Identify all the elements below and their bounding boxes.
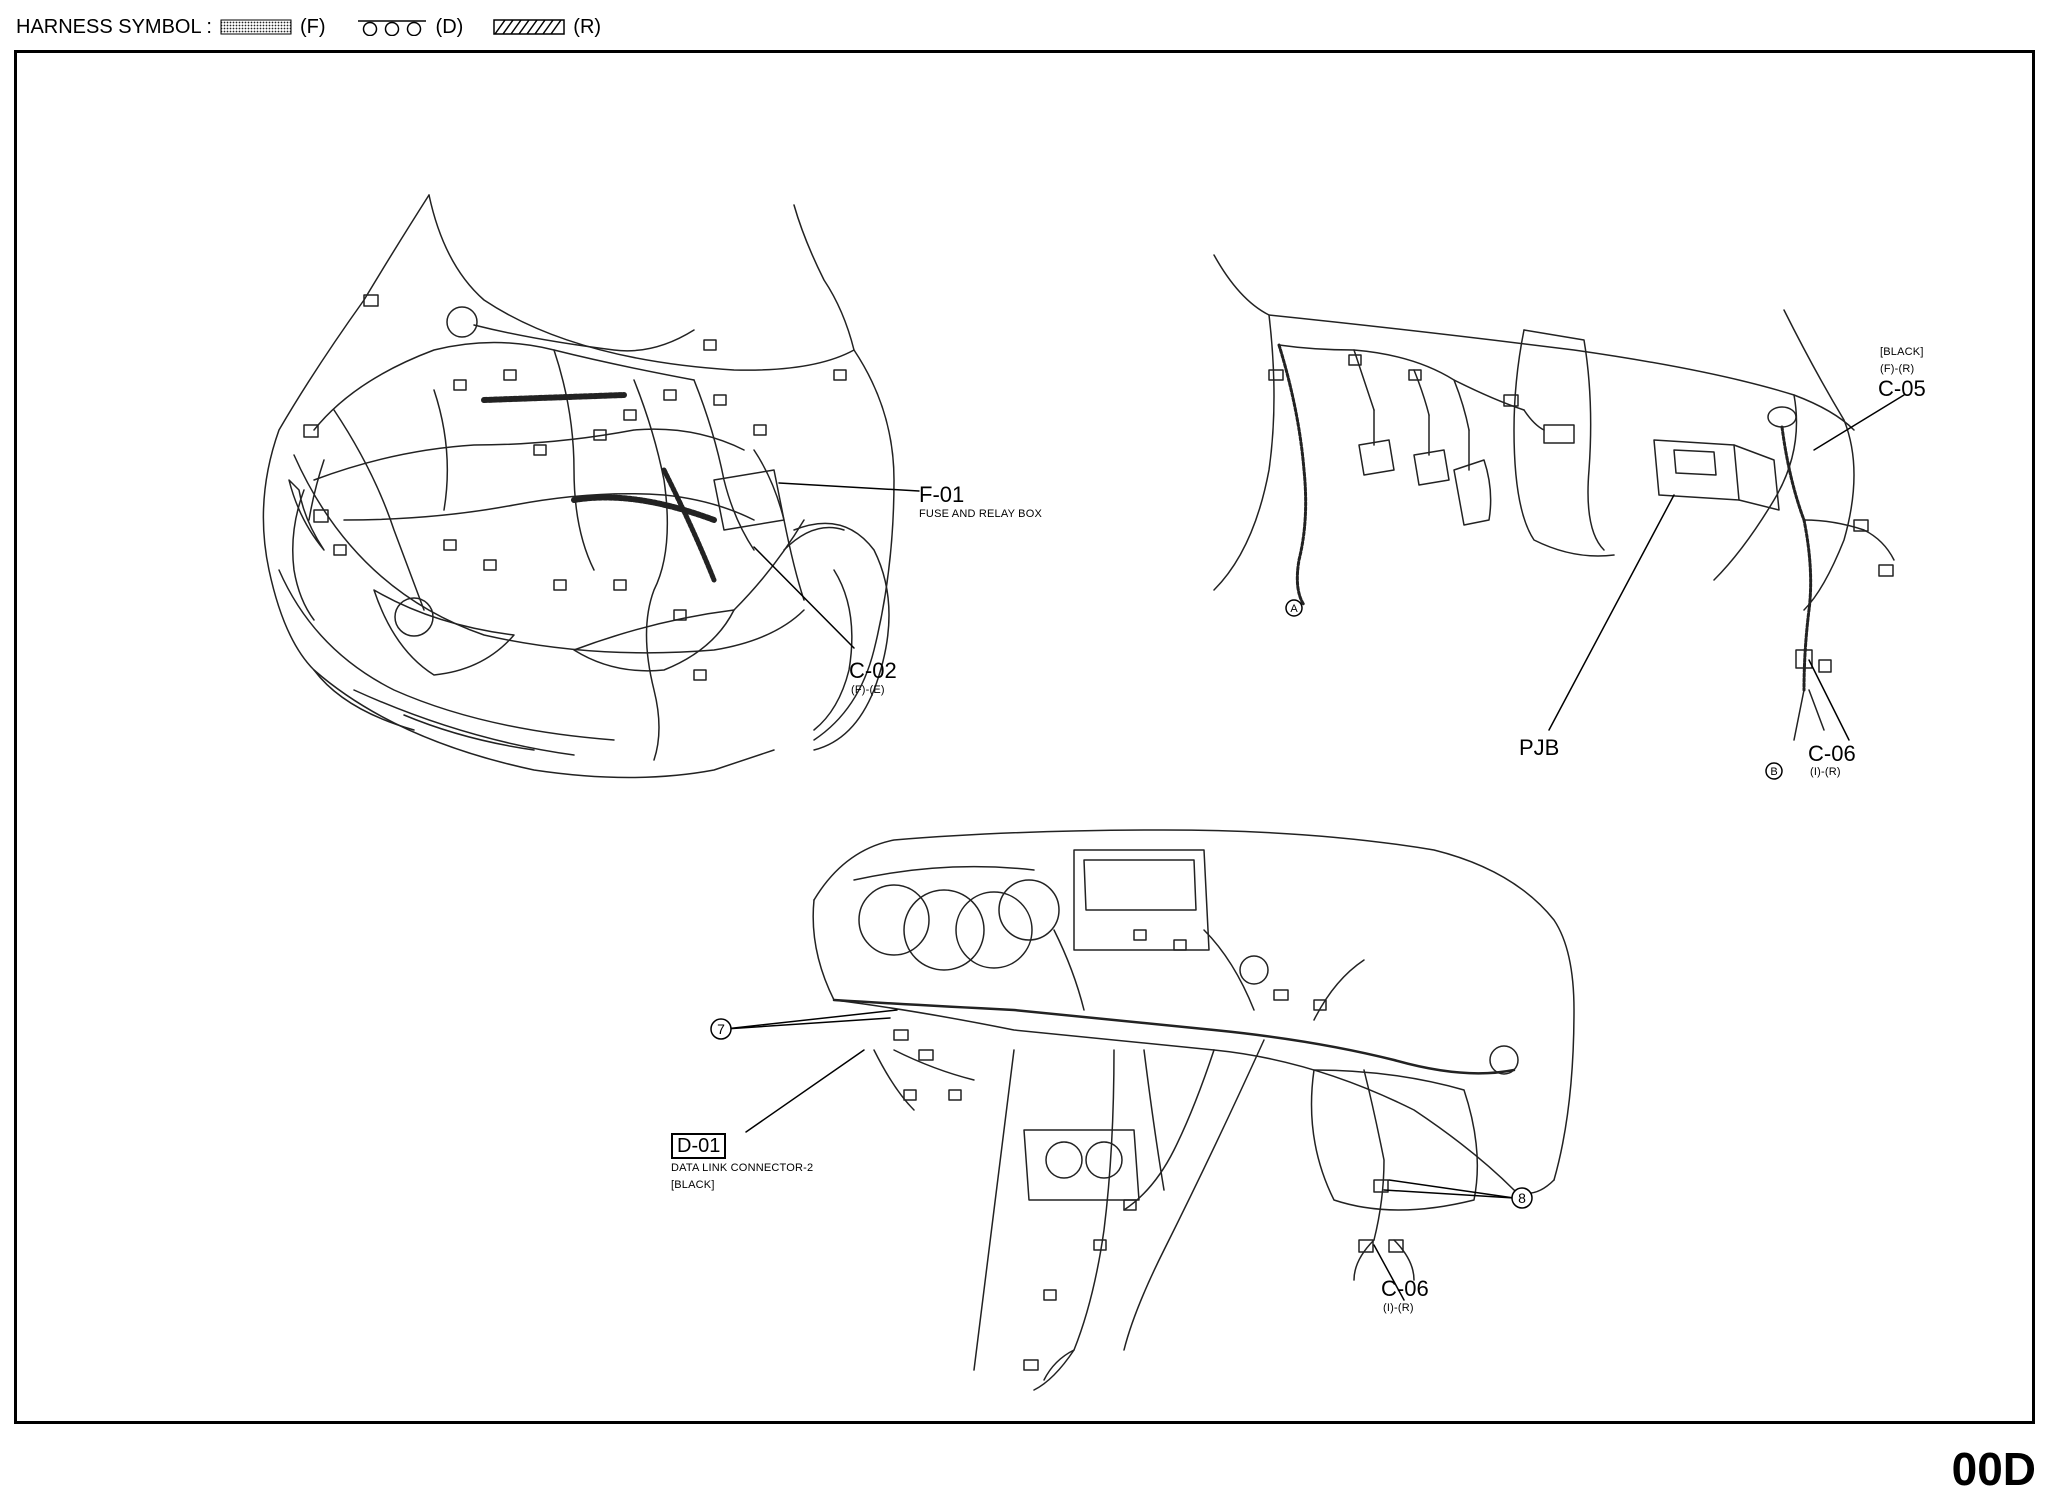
label-f01-code: F-01 bbox=[919, 482, 965, 507]
circles-harness-symbol bbox=[357, 20, 426, 36]
wiring-harness-diagram: A B 7 8 bbox=[262, 194, 1905, 1391]
marker-8-circle bbox=[1511, 1187, 1533, 1209]
leader-d01 bbox=[745, 1049, 865, 1133]
marker-7-circle bbox=[710, 1018, 732, 1040]
marker-8-text: 8 bbox=[1518, 1190, 1526, 1206]
leader-c06-top bbox=[1808, 659, 1850, 741]
hatched-harness-symbol bbox=[493, 19, 566, 35]
label-d01-desc: DATA LINK CONNECTOR-2 bbox=[671, 1162, 814, 1174]
legend-code-r: (R) bbox=[573, 15, 602, 38]
marker-b-circle bbox=[1765, 762, 1783, 780]
leader-c06-bottom bbox=[1373, 1244, 1405, 1301]
label-pjb: PJB bbox=[1519, 735, 1560, 760]
interior-pjb-drawing bbox=[1213, 254, 1895, 741]
leader-7 bbox=[724, 1009, 898, 1030]
label-c06-top-sub: (I)-(R) bbox=[1810, 766, 1841, 778]
label-d01-color: [BLACK] bbox=[671, 1179, 715, 1191]
label-c05-code: C-05 bbox=[1878, 376, 1926, 401]
marker-7-text: 7 bbox=[717, 1021, 725, 1037]
dotted-harness-symbol bbox=[220, 19, 292, 35]
dashboard-drawing bbox=[812, 829, 1575, 1391]
label-c05-sub: (F)-(R) bbox=[1880, 363, 1915, 375]
leader-pjb bbox=[1548, 494, 1675, 731]
legend-code-d: (D) bbox=[435, 15, 464, 38]
label-c06-bottom-code: C-06 bbox=[1381, 1276, 1429, 1301]
legend-title: HARNESS SYMBOL : bbox=[16, 15, 212, 38]
marker-b-text: B bbox=[1770, 766, 1777, 778]
engine-compartment-drawing bbox=[262, 194, 895, 779]
leader-c02 bbox=[753, 546, 855, 649]
label-c05-color: [BLACK] bbox=[1880, 346, 1924, 358]
label-d01-code: D-01 bbox=[671, 1133, 727, 1159]
marker-a-circle bbox=[1285, 599, 1303, 617]
leader-f01 bbox=[778, 482, 920, 492]
leader-8 bbox=[1388, 1179, 1515, 1199]
legend-code-f: (F) bbox=[299, 15, 326, 38]
leader-c05 bbox=[1813, 394, 1905, 451]
label-c06-top-code: C-06 bbox=[1808, 741, 1856, 766]
drawing-frame bbox=[14, 50, 2035, 1424]
label-f01-desc: FUSE AND RELAY BOX bbox=[919, 508, 1043, 520]
label-c02-code: C-02 bbox=[849, 658, 897, 683]
label-c02-sub: (F)-(E) bbox=[851, 684, 885, 696]
harness-symbol-legend: HARNESS SYMBOL : (F) (D) (R) bbox=[16, 12, 623, 42]
marker-a-text: A bbox=[1290, 603, 1298, 615]
label-c06-bottom-sub: (I)-(R) bbox=[1383, 1302, 1414, 1314]
page-code: 00D bbox=[1951, 1443, 2036, 1495]
